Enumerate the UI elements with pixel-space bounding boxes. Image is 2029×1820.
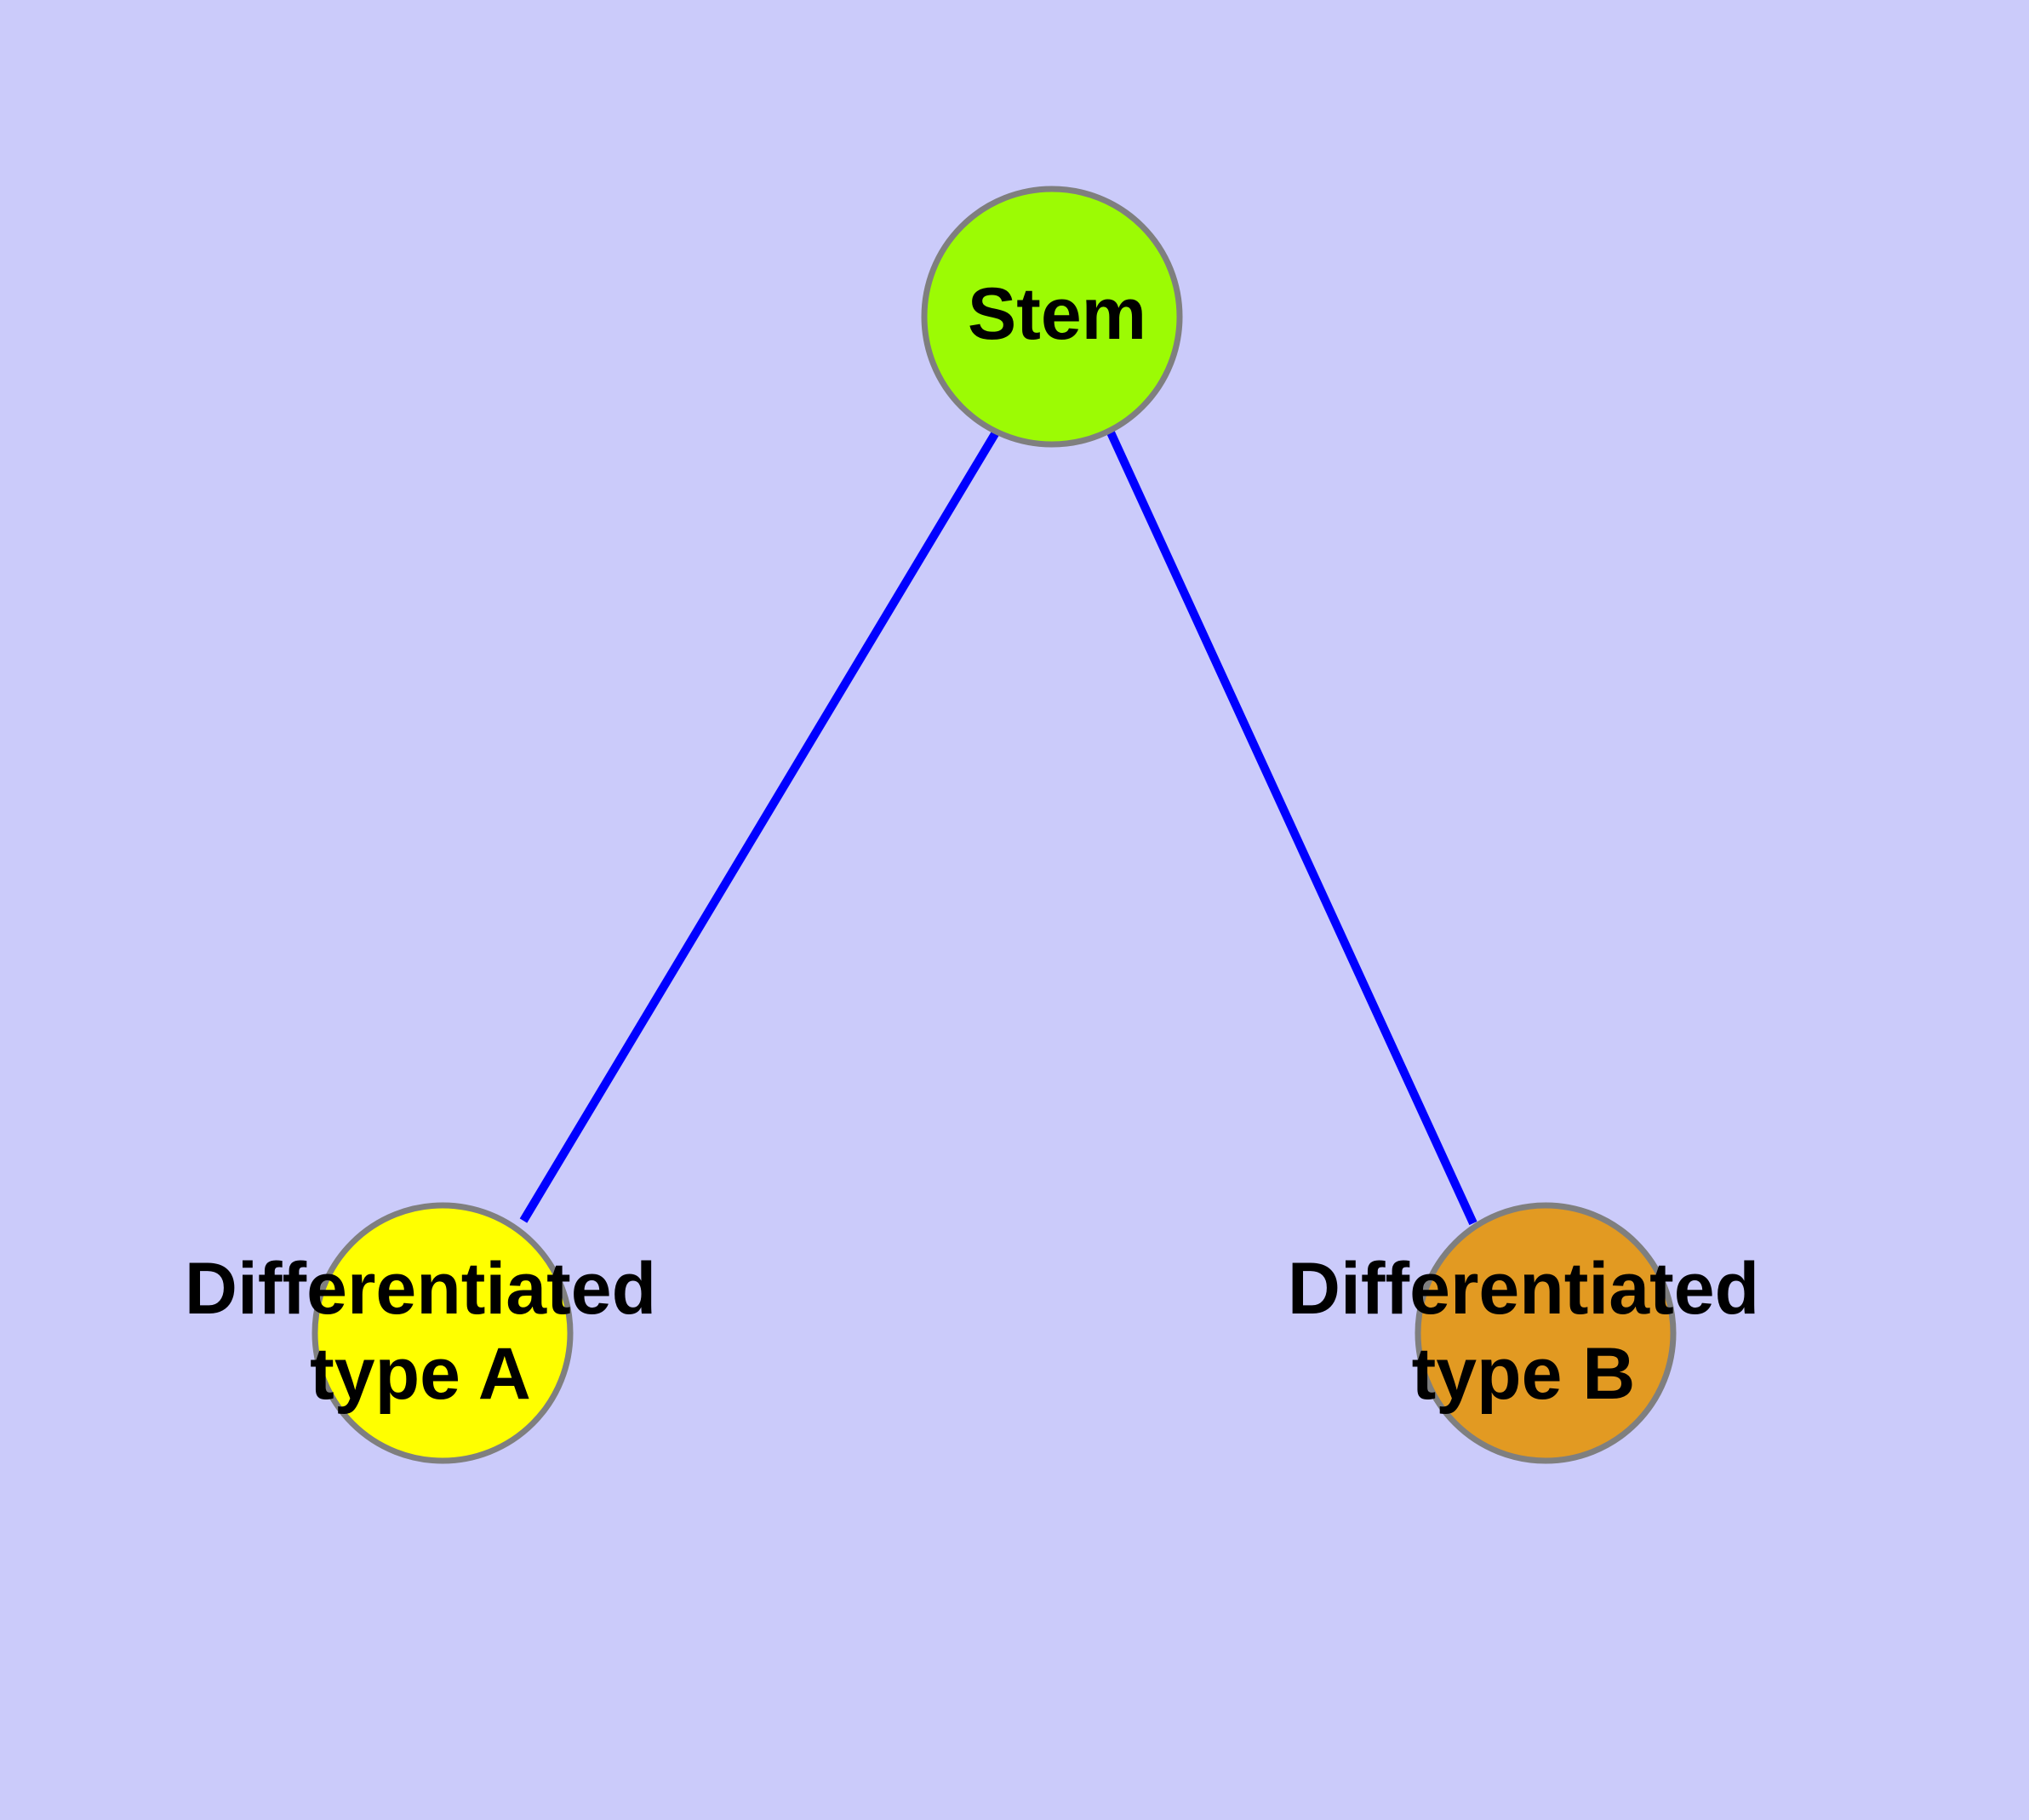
graph-node-stem[interactable] xyxy=(921,186,1183,448)
node-label-line: type A xyxy=(310,1333,531,1415)
graph-edge[interactable] xyxy=(1106,430,1477,1226)
graph-node-diff-a[interactable] xyxy=(311,1202,574,1464)
node-label-line: Stem xyxy=(968,273,1146,355)
node-label-stem: Stem xyxy=(968,273,1146,355)
graph-node-diff-b[interactable] xyxy=(1415,1202,1677,1464)
node-label-line: type B xyxy=(1412,1333,1636,1415)
graph-edge[interactable] xyxy=(519,430,1000,1223)
nodes-layer xyxy=(311,186,1677,1464)
node-label-line: Differentiated xyxy=(1288,1248,1759,1330)
edges-layer xyxy=(519,430,1477,1226)
node-label-line: Differentiated xyxy=(185,1248,656,1330)
